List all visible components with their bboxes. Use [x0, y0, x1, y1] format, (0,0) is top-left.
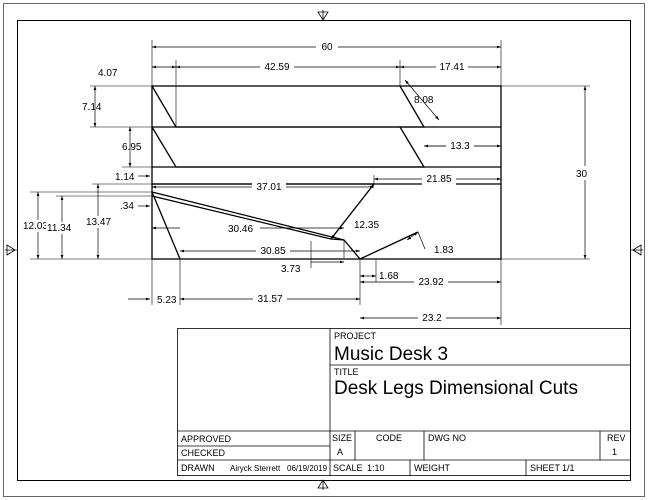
dim-12-35: 12.35	[354, 220, 379, 231]
centering-marks	[5, 10, 643, 490]
cut-top-strip	[151, 85, 426, 128]
dim-8-08: 8.08	[414, 95, 434, 106]
board-outline	[151, 85, 502, 260]
dim-17-41: 17.41	[439, 62, 464, 73]
dim-1-68: 1.68	[379, 271, 399, 282]
scale-value: 1:10	[367, 463, 385, 473]
dimension-labels: 60 4.07 42.59 17.41 7.14 8.08 6.95 13.3 …	[22, 41, 597, 324]
title-label: TITLE	[334, 367, 359, 377]
code-label: CODE	[376, 433, 402, 443]
dim-37-01: 37.01	[256, 182, 281, 193]
dwg-label: DWG NO	[428, 433, 466, 443]
weight-label: WEIGHT	[414, 463, 450, 473]
sheet-value: 1/1	[562, 463, 575, 473]
dim-21-85: 21.85	[426, 174, 451, 185]
dim-23-92: 23.92	[418, 277, 443, 288]
scale-label: SCALE	[333, 463, 363, 473]
dim-7-14: 7.14	[82, 102, 102, 113]
dim-13-3: 13.3	[450, 141, 470, 152]
project-label: PROJECT	[334, 331, 377, 341]
dim-30-46: 30.46	[228, 224, 253, 235]
dim-6-95: 6.95	[122, 142, 142, 153]
dim-11-34: 11.34	[47, 223, 72, 234]
dim-5-23: 5.23	[157, 295, 177, 306]
project-value: Music Desk 3	[334, 344, 448, 365]
title-value: Desk Legs Dimensional Cuts	[334, 378, 578, 399]
approved-label: APPROVED	[181, 434, 232, 444]
checked-label: CHECKED	[181, 448, 226, 458]
dim-3-73: 3.73	[281, 264, 301, 275]
dim-4-07: 4.07	[98, 68, 118, 79]
size-label: SIZE	[332, 433, 352, 443]
drawn-date: 06/19/2019	[287, 464, 328, 473]
dim-30: 30	[576, 169, 588, 180]
drawn-label: DRAWN	[181, 463, 215, 473]
dim-60: 60	[321, 42, 333, 53]
dim-1-83: 1.83	[434, 245, 454, 256]
dim-12-03: 12.03	[23, 221, 48, 232]
dim-13-47: 13.47	[86, 217, 111, 228]
sheet-border	[3, 3, 645, 497]
part-outlines	[151, 85, 502, 260]
rev-label: REV	[607, 433, 626, 443]
dim-42-59: 42.59	[264, 62, 289, 73]
dim-31-57: 31.57	[257, 294, 282, 305]
title-block-text: PROJECT Music Desk 3 TITLE Desk Legs Dim…	[181, 331, 626, 473]
dim-30-85: 30.85	[260, 246, 285, 257]
cut-middle-strip	[151, 126, 426, 168]
sheet-label: SHEET	[530, 463, 561, 473]
title-block	[177, 328, 631, 476]
drawn-by: Airyck Sterrett	[230, 464, 281, 473]
dim-1-14: 1.14	[115, 172, 135, 183]
rev-value: 1	[612, 447, 617, 457]
extension-lines	[30, 40, 590, 325]
size-value: A	[337, 447, 343, 457]
dim-23-2: 23.2	[422, 313, 442, 324]
dim-34: .34	[120, 201, 134, 212]
